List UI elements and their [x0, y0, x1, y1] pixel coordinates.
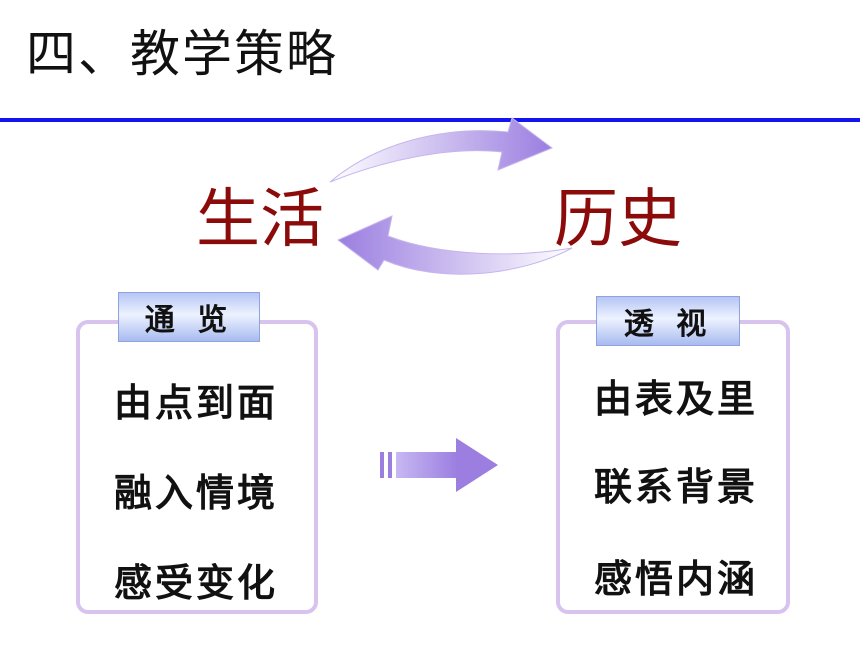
overview-item: 融入情境 — [114, 471, 279, 515]
overview-panel — [76, 320, 318, 614]
insight-item: 由表及里 — [594, 377, 759, 421]
insight-item: 感悟内涵 — [594, 557, 759, 601]
page-title: 四、教学策略 — [26, 25, 338, 83]
overview-item: 感受变化 — [114, 561, 279, 605]
arrow-right-icon — [380, 438, 498, 492]
cycle-word-history: 历史 — [554, 183, 682, 257]
insight-item: 联系背景 — [594, 465, 759, 509]
title-rule — [0, 118, 860, 122]
cycle-arrow-top — [329, 117, 554, 183]
insight-panel — [556, 320, 790, 614]
overview-label: 通 览 — [118, 292, 260, 342]
overview-item: 由点到面 — [114, 381, 279, 425]
insight-label: 透 视 — [596, 296, 740, 346]
cycle-arrow-bottom — [337, 215, 573, 275]
cycle-word-life: 生活 — [196, 183, 324, 257]
